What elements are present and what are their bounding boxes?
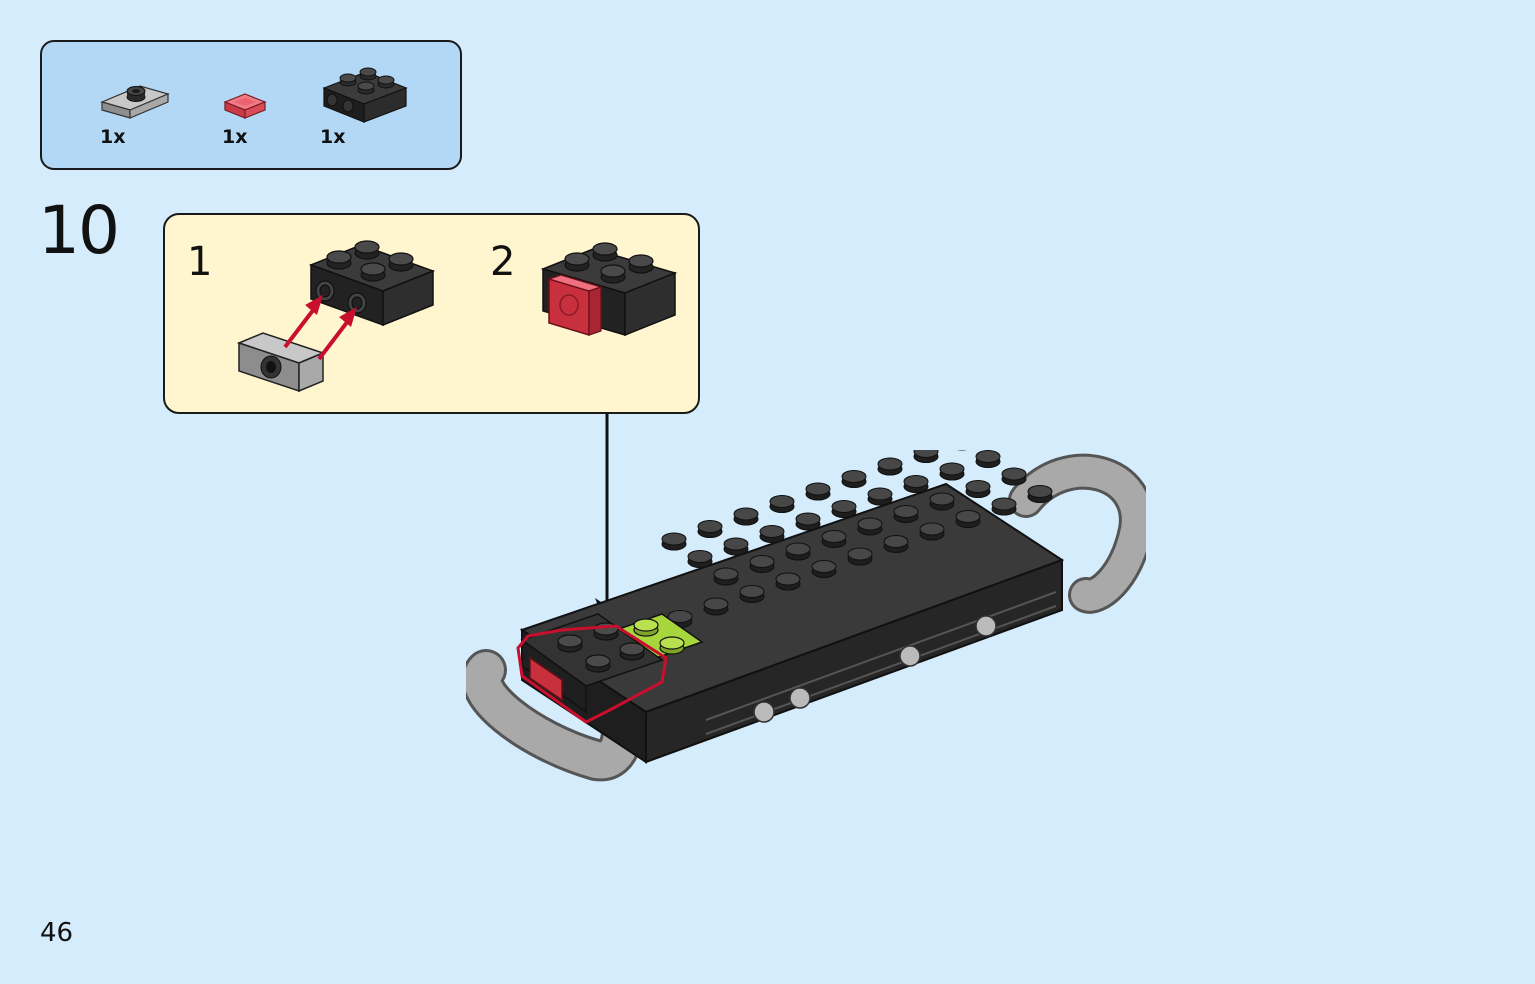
stud <box>1027 485 1053 498</box>
substep-number: 2 <box>490 239 516 285</box>
part-quantity: 1x <box>222 126 248 148</box>
part-quantity: 1x <box>320 126 346 148</box>
stud <box>739 585 765 598</box>
part-quantity: 1x <box>100 126 126 148</box>
stud <box>975 450 1001 463</box>
stud <box>877 457 903 471</box>
stud <box>759 525 785 538</box>
stud <box>795 512 821 526</box>
parts-list-item: 1x <box>100 80 170 148</box>
stud <box>991 497 1017 511</box>
stud <box>841 470 867 483</box>
stud <box>697 520 723 533</box>
stud <box>661 532 687 546</box>
stud <box>955 510 981 523</box>
stud <box>713 567 739 581</box>
parts-list-item: 1x <box>318 66 410 148</box>
stud <box>929 492 955 506</box>
stud <box>919 522 945 536</box>
stud <box>1001 467 1027 481</box>
stud <box>687 550 713 563</box>
stud <box>785 542 811 556</box>
substep-callout-box: 1 2 <box>163 213 700 414</box>
stud <box>867 487 893 501</box>
page-number: 46 <box>40 918 74 948</box>
chassis-studs <box>661 450 1053 628</box>
substep-number: 1 <box>187 239 213 285</box>
stud <box>775 572 801 586</box>
stud <box>811 560 837 573</box>
stud <box>667 610 693 623</box>
stud <box>903 475 929 488</box>
step-number: 10 <box>38 192 120 269</box>
stud <box>733 507 759 521</box>
trans-red-tile-1x1-icon <box>223 93 267 119</box>
stud <box>883 535 909 548</box>
stud <box>965 480 991 493</box>
main-model-illustration <box>466 450 1146 782</box>
stud <box>913 450 939 458</box>
stud <box>893 505 919 518</box>
parts-list-item: 1x <box>222 90 268 148</box>
gray-plate-1x2-one-stud-icon <box>100 85 170 119</box>
substep-1-illustration <box>236 240 436 393</box>
stud <box>703 597 729 611</box>
stud <box>847 547 873 561</box>
black-brick-2x2-side-studs-icon <box>322 67 408 123</box>
stud <box>857 517 883 531</box>
parts-list-box: 1x 1x 1x <box>40 40 462 170</box>
stud <box>831 500 857 513</box>
substep-2-illustration <box>540 242 678 337</box>
stud <box>723 537 749 551</box>
stud <box>939 462 965 476</box>
stud <box>821 530 847 543</box>
stud <box>749 555 775 568</box>
stud <box>769 495 795 508</box>
stud <box>805 482 831 496</box>
